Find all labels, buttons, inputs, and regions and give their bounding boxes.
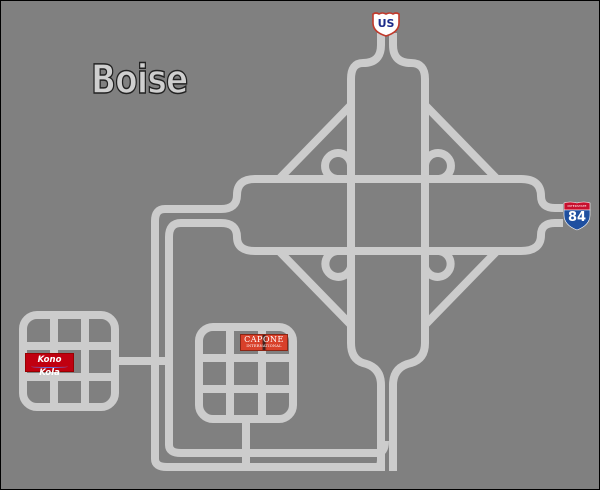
city-title: Boise [90, 56, 188, 104]
loop-ne[interactable] [421, 149, 455, 183]
loop-nw[interactable] [321, 149, 355, 183]
interstate-shield-icon [563, 201, 591, 231]
loop-se[interactable] [421, 247, 455, 281]
capone-label-sub: INTERNATIONAL [246, 344, 282, 348]
kono-kola-label: Kono Kola [37, 355, 62, 378]
us-highway-road-west[interactable] [347, 33, 385, 471]
interstate-road-north[interactable] [151, 175, 563, 471]
us-highway-shield[interactable]: US [371, 11, 401, 37]
ramp-se[interactable] [422, 248, 500, 328]
interstate-shield-number: 84 [567, 210, 587, 225]
interstate-shield-header: INTERSTATE [567, 204, 587, 208]
ramp-nw[interactable] [276, 102, 354, 182]
capone-label-main: CAPONE [244, 335, 284, 344]
us-shield-label: US [377, 17, 395, 30]
us-shield-icon [372, 12, 400, 37]
interstate-shield[interactable]: INTERSTATE 84 [562, 201, 592, 231]
capone-international-location[interactable]: CAPONE INTERNATIONAL [240, 334, 288, 351]
ramp-sw[interactable] [276, 248, 354, 328]
ramp-ne[interactable] [422, 102, 500, 182]
kono-kola-swoosh-icon [31, 365, 68, 368]
kono-kola-location[interactable]: Kono Kola [25, 353, 74, 378]
interstate-road-south[interactable] [165, 219, 563, 457]
us-highway-road-east[interactable] [389, 33, 429, 471]
loop-sw[interactable] [321, 247, 355, 281]
